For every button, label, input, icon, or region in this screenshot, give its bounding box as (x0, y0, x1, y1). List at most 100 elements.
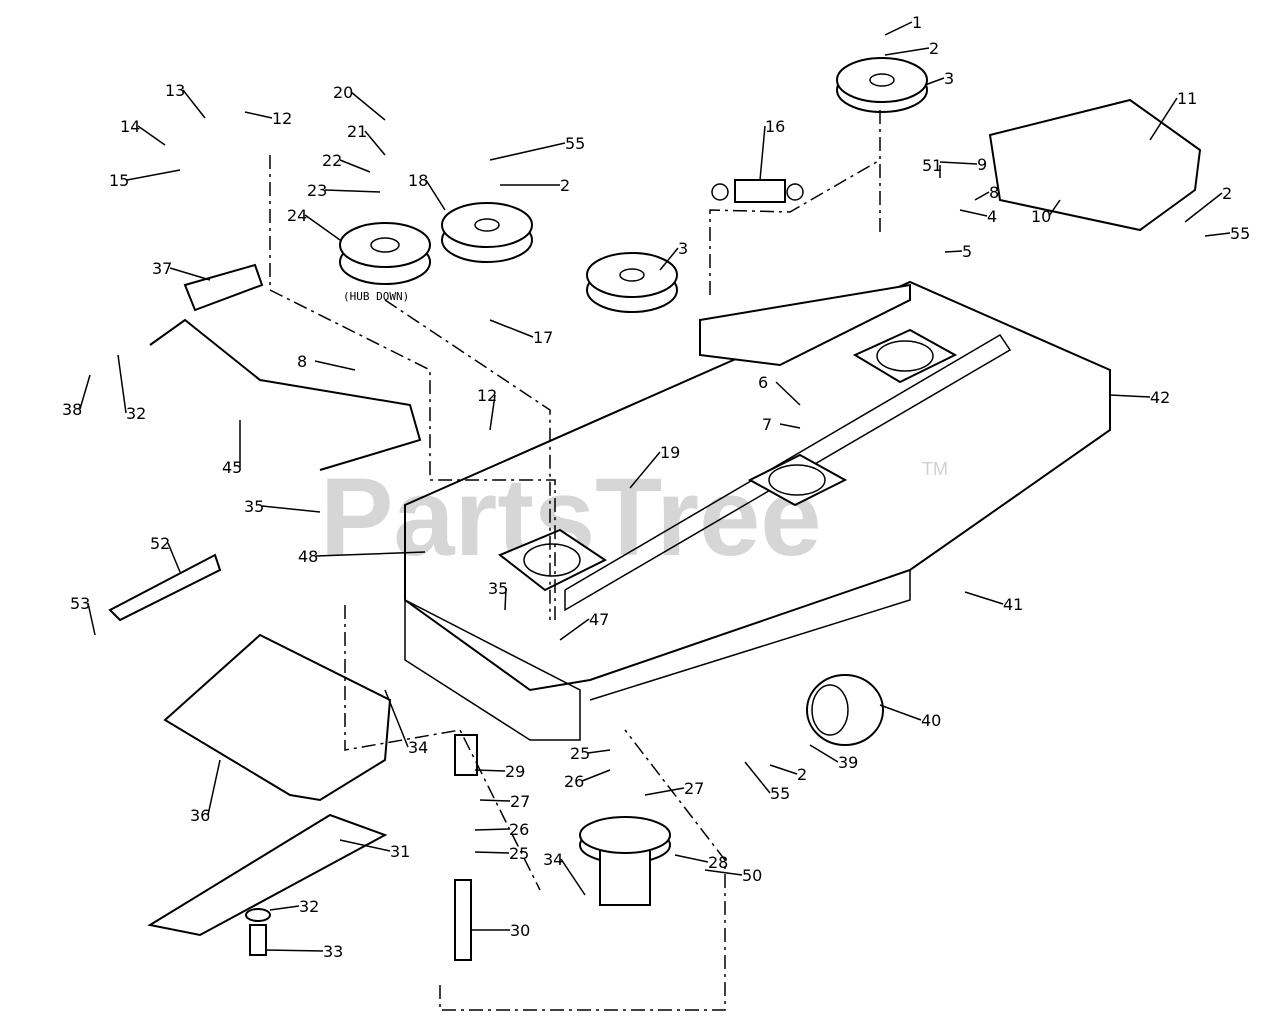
leader-line (169, 267, 211, 281)
idler-pulley-3 (586, 252, 678, 313)
callout-12: 12 (272, 109, 292, 128)
leader-line (959, 209, 988, 217)
leader-line (1204, 232, 1231, 237)
callout-3: 3 (678, 239, 688, 258)
leader-line (581, 769, 611, 782)
idler-pulley-18 (441, 202, 533, 263)
leader-line (182, 89, 206, 119)
leader-line (504, 587, 507, 611)
callout-7: 7 (762, 415, 772, 434)
leader-line (939, 161, 978, 165)
callout-40: 40 (921, 711, 941, 730)
leader-line (1109, 394, 1151, 398)
callout-2: 2 (1222, 184, 1232, 203)
leader-line (629, 451, 661, 489)
callout-32: 32 (299, 897, 319, 916)
mower-deck (404, 280, 1111, 741)
callout-53: 53 (70, 594, 90, 613)
leader-line (425, 179, 446, 211)
callout-29: 29 (505, 762, 525, 781)
leader-line (261, 505, 321, 513)
blade-bolt (245, 908, 271, 956)
spindle-housing (579, 816, 671, 906)
callout-6: 6 (758, 373, 768, 392)
blade (147, 813, 388, 937)
leader-line (1184, 192, 1223, 223)
spindle-pulley-24 (339, 222, 431, 285)
callout-42: 42 (1150, 388, 1170, 407)
callout-51: 51 (922, 156, 942, 175)
callout-35: 35 (244, 497, 264, 516)
callout-41: 41 (1003, 595, 1023, 614)
leader-line (560, 858, 586, 896)
callout-10: 10 (1031, 207, 1051, 226)
leader-line (384, 689, 409, 748)
leader-line (974, 191, 990, 201)
lift-arm (149, 263, 422, 471)
rod (108, 553, 222, 622)
leader-line (644, 787, 685, 796)
leader-line (364, 130, 386, 156)
callout-16: 16 (765, 117, 785, 136)
leader-line (759, 125, 766, 181)
leader-line (304, 214, 341, 241)
callout-3: 3 (944, 69, 954, 88)
leader-line (324, 189, 381, 193)
leader-line (117, 354, 127, 414)
callout-2: 2 (929, 39, 939, 58)
callout-14: 14 (120, 117, 140, 136)
callout-19: 19 (660, 443, 680, 462)
spring (711, 179, 804, 203)
leader-line (779, 423, 801, 429)
callout-28: 28 (708, 853, 728, 872)
leader-line (126, 169, 181, 181)
leader-line (587, 749, 611, 754)
leader-line (315, 551, 426, 557)
callout-50: 50 (742, 866, 762, 885)
leader-line (339, 839, 391, 852)
callout-1: 1 (912, 13, 922, 32)
leader-line (944, 250, 963, 253)
callout-38: 38 (62, 400, 82, 419)
callout-2: 2 (560, 176, 570, 195)
leader-line (744, 761, 771, 794)
callout-34: 34 (543, 850, 563, 869)
callout-52: 52 (150, 534, 170, 553)
callout-36: 36 (190, 806, 210, 825)
callout-25: 25 (570, 744, 590, 763)
leader-line (489, 394, 496, 431)
callout-34: 34 (408, 738, 428, 757)
leader-line (769, 764, 798, 775)
leader-line (1149, 97, 1178, 141)
leader-line (264, 949, 324, 952)
leader-line (244, 111, 273, 119)
leader-line (924, 77, 945, 86)
callout-25: 25 (509, 844, 529, 863)
leader-line (659, 247, 679, 271)
leader-line (775, 381, 801, 406)
callout-24: 24 (287, 206, 307, 225)
callout-55: 55 (1230, 224, 1250, 243)
leader-line (704, 869, 743, 876)
leader-line (884, 21, 913, 36)
leader-line (339, 159, 371, 173)
callout-26: 26 (509, 820, 529, 839)
leader-line (137, 125, 166, 146)
callout-45: 45 (222, 458, 242, 477)
callout-48: 48 (298, 547, 318, 566)
watermark-trademark: TM (922, 459, 948, 479)
leader-line (489, 142, 566, 161)
callout-39: 39 (838, 753, 858, 772)
leader-line (559, 618, 590, 641)
callout-55: 55 (565, 134, 585, 153)
callout-9: 9 (977, 155, 987, 174)
callout-20: 20 (333, 83, 353, 102)
callout-30: 30 (510, 921, 530, 940)
leader-line (167, 542, 181, 573)
leader-line (79, 374, 91, 410)
callout-21: 21 (347, 122, 367, 141)
belt-cover (988, 98, 1202, 232)
hub-down-note: (HUB DOWN) (343, 290, 409, 303)
callout-15: 15 (109, 171, 129, 190)
